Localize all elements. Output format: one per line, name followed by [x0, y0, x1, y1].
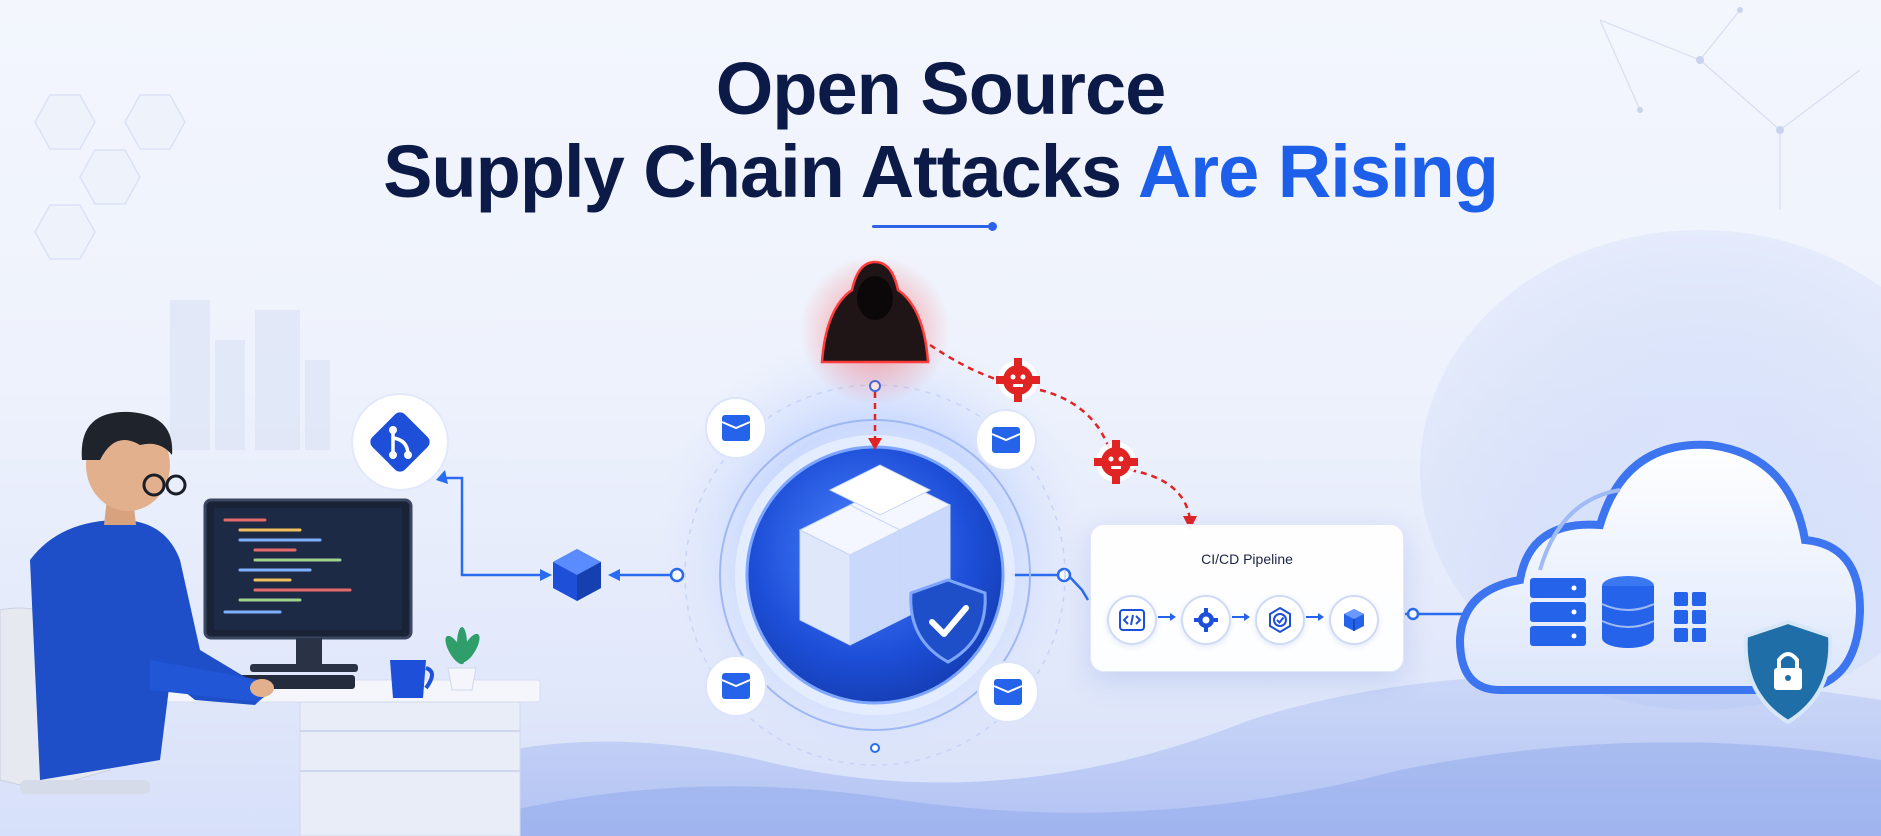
- wave-back: [300, 674, 1881, 836]
- hacker-icon: [800, 255, 950, 405]
- network-nodes: [1637, 7, 1784, 134]
- hub-port-left: [669, 567, 685, 583]
- hub-port-right: [1056, 567, 1072, 583]
- title-line-2-accent: Are Rising: [1137, 129, 1499, 213]
- title-line-1: Open Source: [715, 47, 1167, 130]
- package-icon: [1329, 595, 1379, 645]
- package-icon: [798, 464, 952, 646]
- plant: [445, 627, 480, 665]
- package-icon: [553, 549, 601, 601]
- package-icon: [977, 661, 1039, 723]
- coffee-mug: [390, 660, 426, 698]
- pipeline-arrow: [1232, 613, 1250, 621]
- package-icon: [705, 397, 767, 459]
- server-icon: [1530, 578, 1586, 646]
- title-line-2: Supply Chain Attacks Are Rising: [0, 129, 1881, 214]
- developer-person: [30, 411, 274, 780]
- package-icon: [975, 409, 1037, 471]
- title-underline: [872, 225, 990, 228]
- attack-arrows: [868, 438, 1197, 530]
- plant-pot: [447, 667, 477, 691]
- title-underline-dot: [988, 222, 997, 231]
- title-line-2-main: Supply Chain Attacks: [383, 129, 1138, 213]
- pipeline-title: CI/CD Pipeline: [1201, 551, 1293, 567]
- developer-workstation: [0, 411, 541, 836]
- wave-front: [420, 742, 1881, 836]
- cicd-pipeline-card: CI/CD Pipeline: [1090, 524, 1404, 672]
- city-skyline: [170, 300, 330, 450]
- git-icon: [351, 393, 449, 491]
- dependency-hub: [684, 384, 1066, 766]
- pipeline-arrow: [1306, 613, 1324, 621]
- code-lines: [223, 518, 352, 614]
- database-icon: [1601, 576, 1655, 648]
- gear-icon: [1181, 595, 1231, 645]
- check-icon: [1255, 595, 1305, 645]
- grid-blocks-icon: [1674, 592, 1706, 642]
- hexagon-pattern: [34, 94, 186, 260]
- code-icon: [1107, 595, 1157, 645]
- malware-icon: [1094, 440, 1138, 484]
- page-title: Open Source Supply Chain Attacks Are Ris…: [0, 47, 1881, 214]
- shield-check-icon: [909, 578, 987, 664]
- malware-icon: [996, 358, 1040, 402]
- package-icon: [705, 655, 767, 717]
- network-lines: [1599, 9, 1861, 210]
- pipeline-port: [1406, 607, 1420, 621]
- hub-port-bottom: [870, 743, 880, 753]
- pipeline-arrow: [1158, 613, 1176, 621]
- lock-shield-icon: [1743, 619, 1833, 725]
